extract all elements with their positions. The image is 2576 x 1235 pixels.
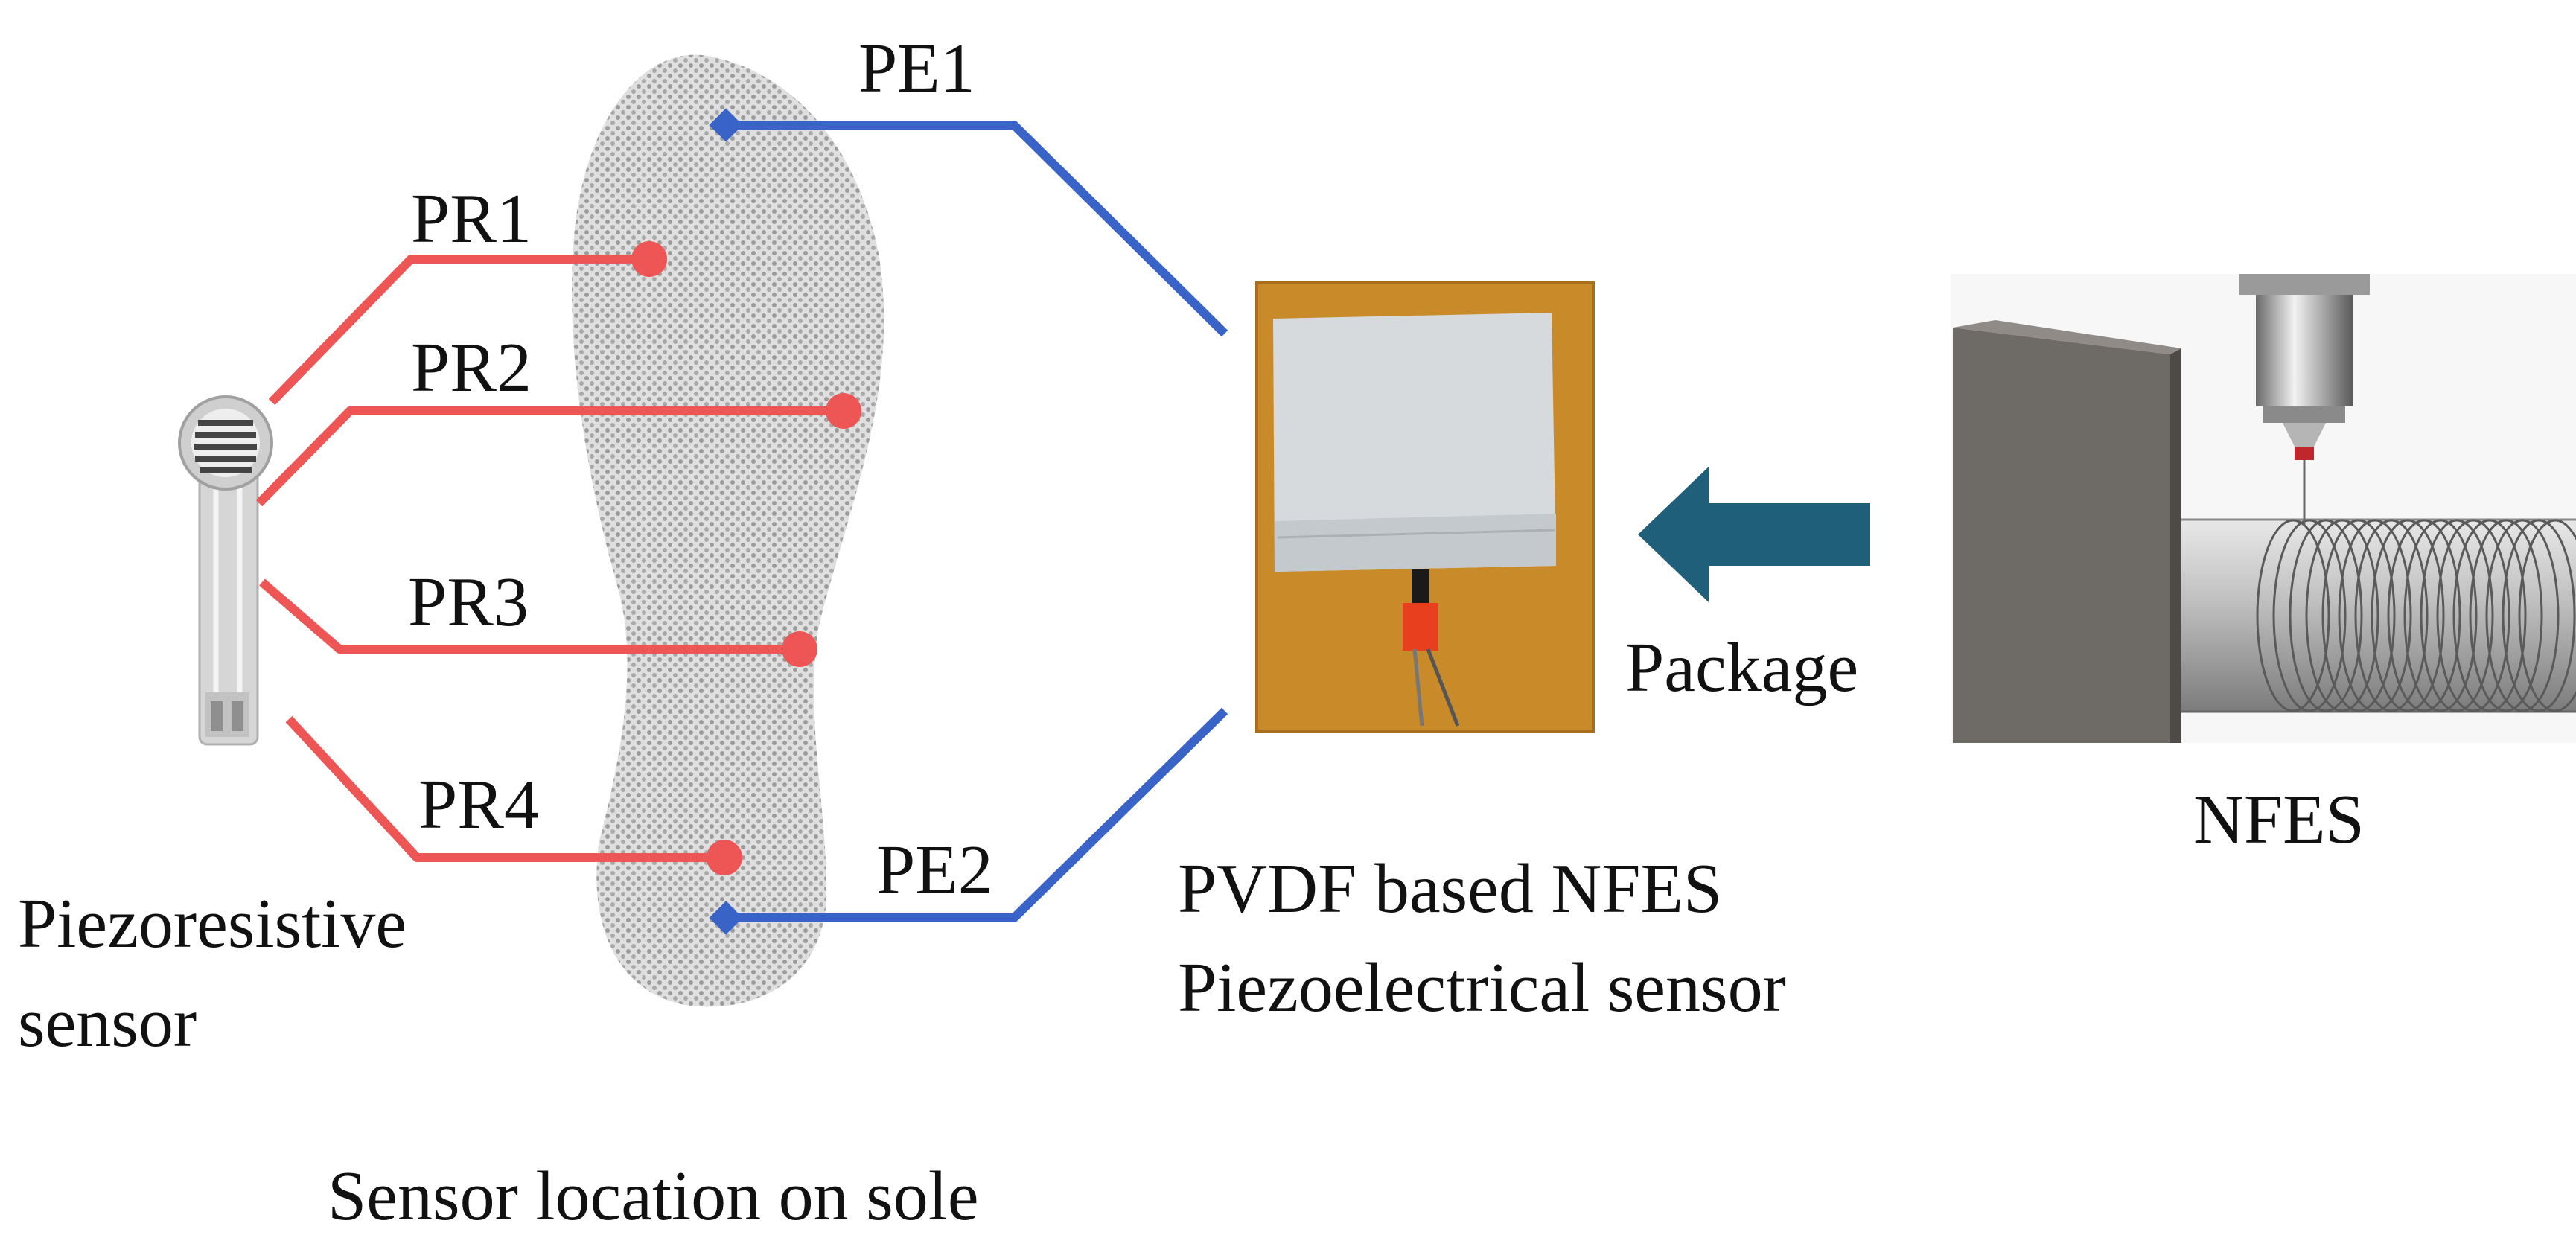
pr4-marker <box>707 840 742 875</box>
pr2-label: PR2 <box>411 329 532 406</box>
nfes-label: NFES <box>2193 781 2365 858</box>
left-arrow-icon <box>1638 466 1870 603</box>
pvdf-caption-line2: Piezoelectrical sensor <box>1178 949 1786 1027</box>
pe1-marker <box>709 108 743 142</box>
sole-caption: Sensor location on sole <box>328 1158 979 1235</box>
electrospinning-setup-icon <box>1951 274 2576 743</box>
pvdf-caption-line1: PVDF based NFES <box>1178 850 1722 928</box>
sensor-label: sensor <box>18 984 197 1062</box>
package-label: Package <box>1625 629 1858 706</box>
pr1-marker <box>631 241 667 277</box>
piezoresistive-leads <box>255 255 844 862</box>
pr4-label: PR4 <box>418 766 539 843</box>
pe1-label: PE1 <box>858 30 975 107</box>
piezoresistive-label: Piezoresistive <box>18 885 407 963</box>
pr1-label: PR1 <box>411 180 532 258</box>
pe2-marker <box>709 901 743 935</box>
pr4-lead <box>285 715 724 862</box>
pe2-lead <box>726 707 1228 922</box>
pr1-lead <box>268 255 649 406</box>
pr2-marker <box>826 393 861 429</box>
foot-sole-icon <box>572 54 884 1007</box>
fsr-sensor-icon <box>178 395 273 746</box>
pe2-label: PE2 <box>876 832 993 909</box>
pvdf-sensor-photo <box>1255 281 1595 733</box>
pr2-lead <box>255 406 844 507</box>
pr3-lead <box>259 578 800 654</box>
piezoelectric-leads <box>726 121 1228 922</box>
pe1-lead <box>726 121 1228 337</box>
pr3-marker <box>782 631 817 667</box>
pr3-label: PR3 <box>408 564 529 641</box>
